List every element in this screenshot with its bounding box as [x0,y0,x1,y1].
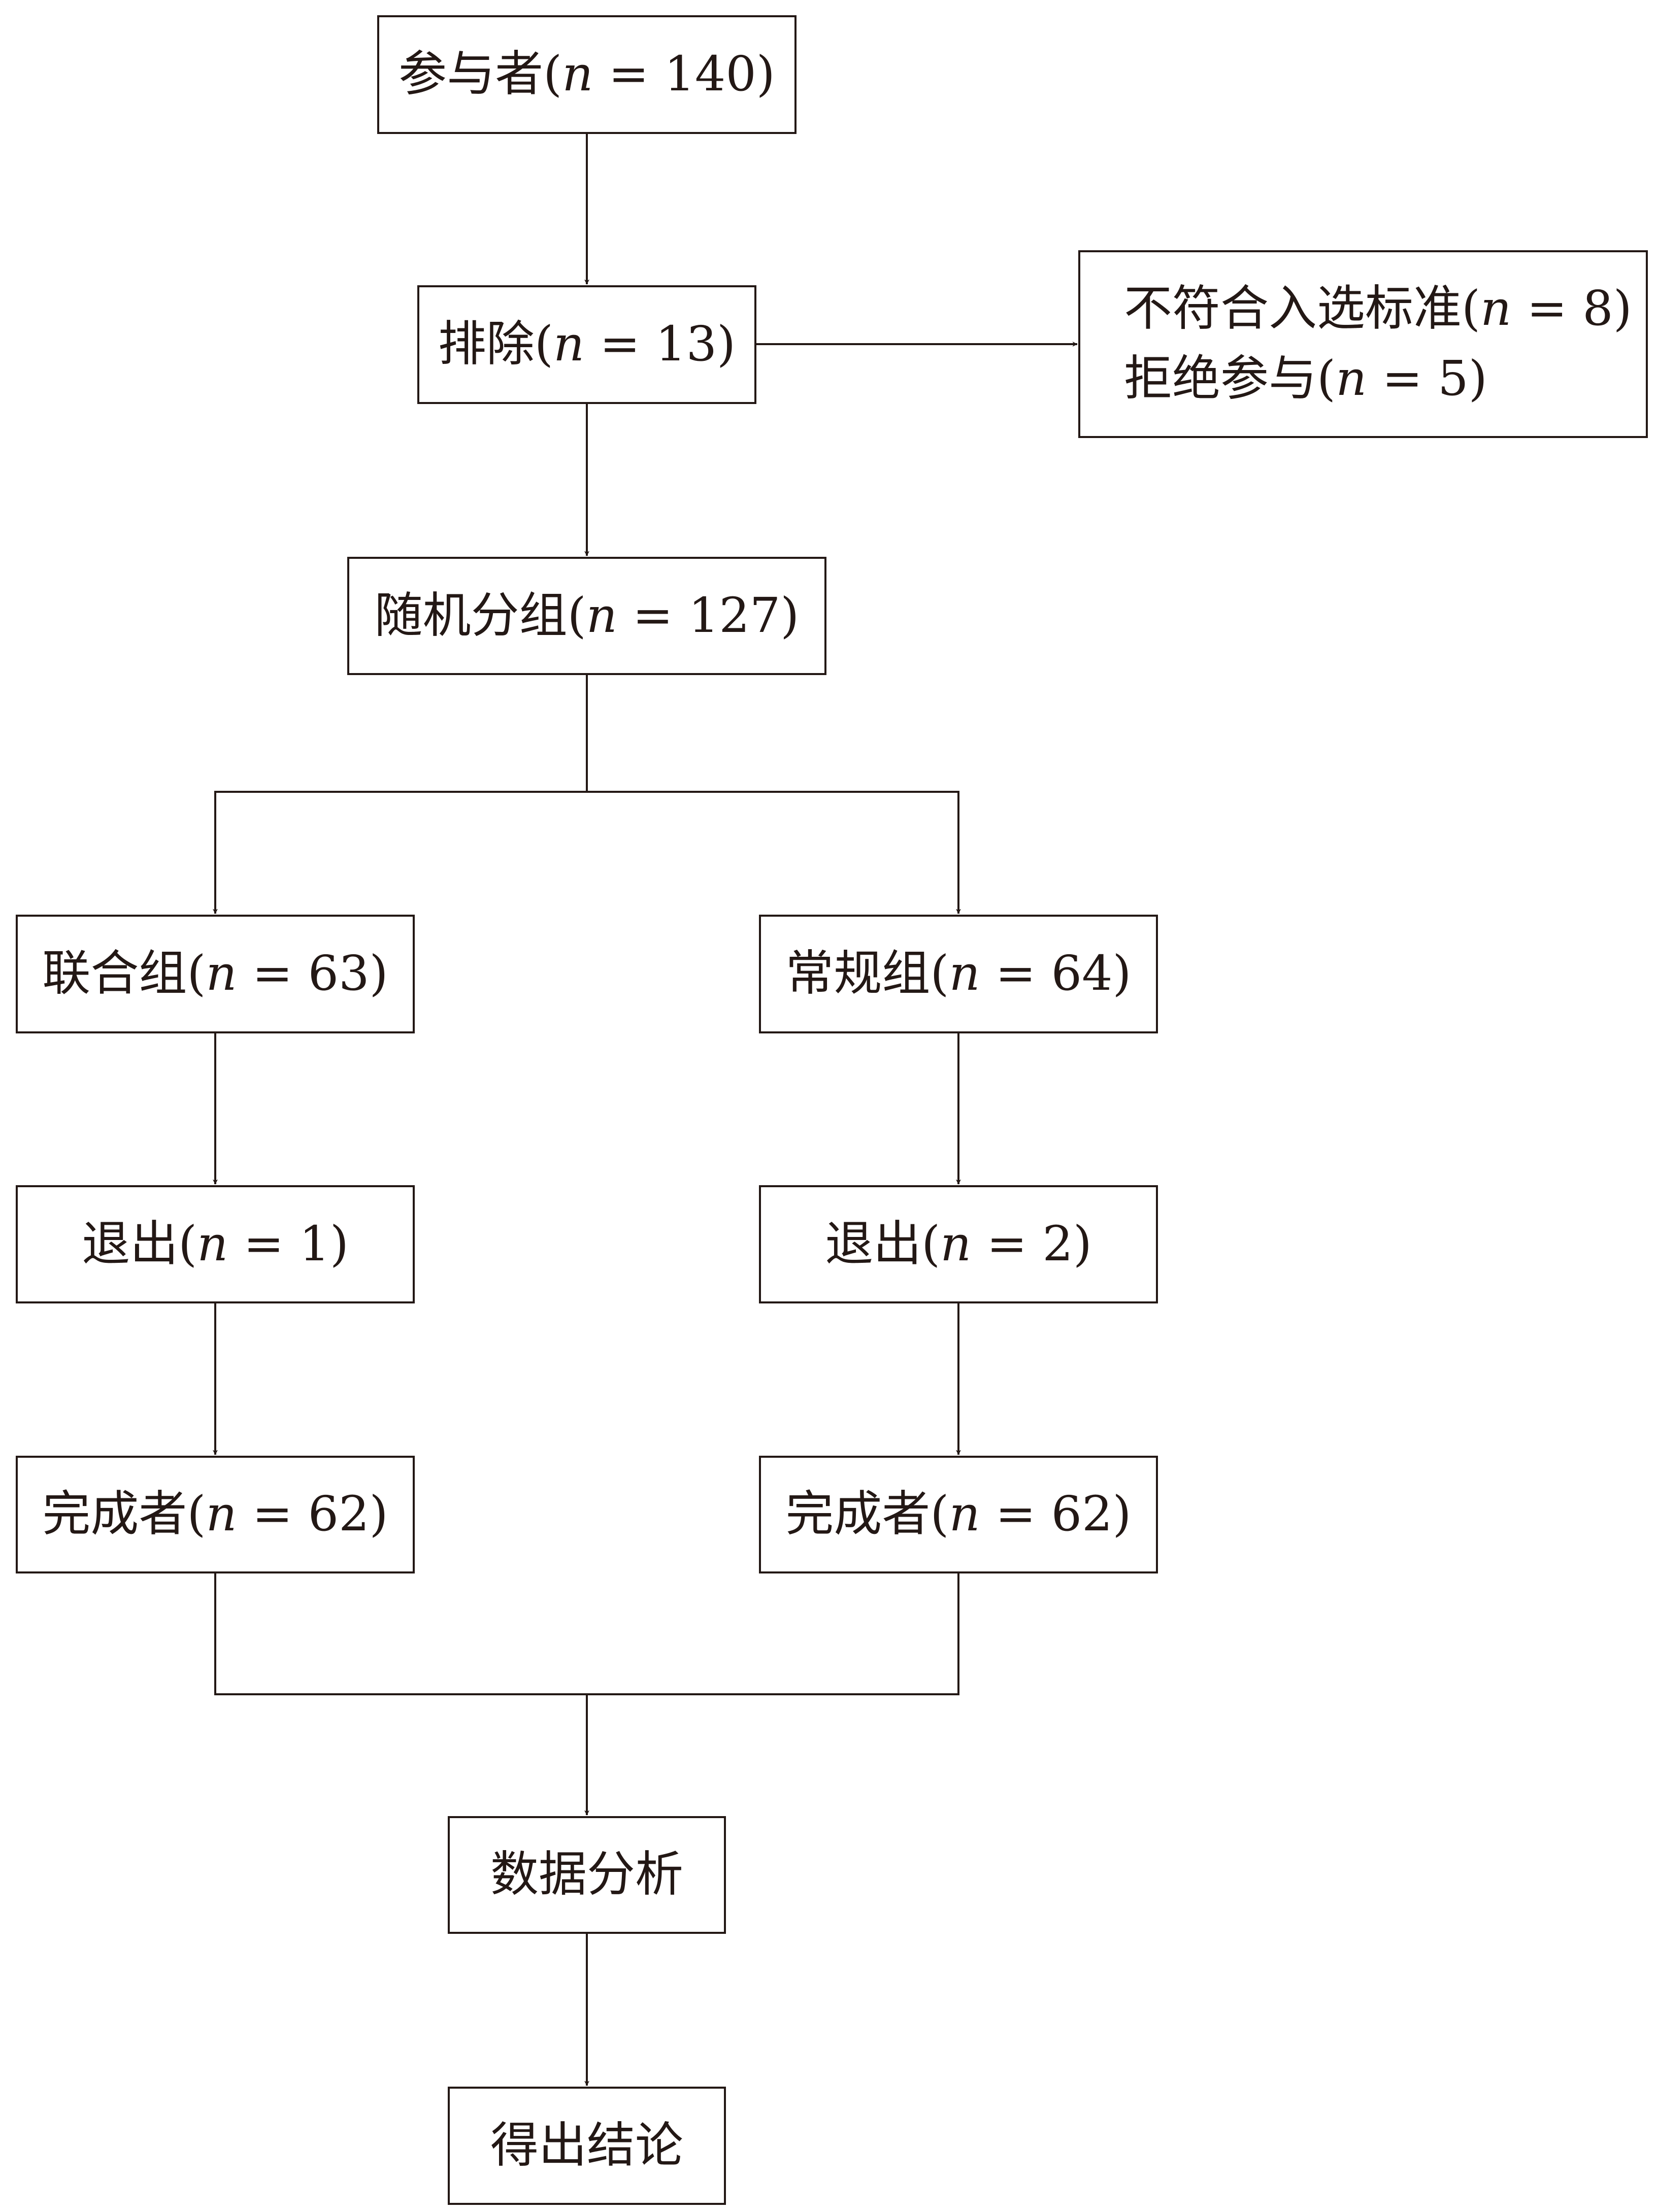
conclusion-box: 得出结论 [448,2087,726,2205]
exclusion-reason-not-eligible: 不符合入选标准(n = 8) [1124,281,1632,337]
excluded-text: 排除(n = 13) [438,316,736,373]
connector-completed-merge [214,1573,959,1695]
combined-withdrawn-text: 退出(n = 1) [82,1216,349,1272]
combined-completed-text: 完成者(n = 62) [42,1486,388,1543]
conventional-group-box: 常规组(n = 64) [759,915,1158,1033]
exclusion-reason-declined: 拒绝参与(n = 5) [1124,351,1487,407]
conventional-withdrawn-text: 退出(n = 2) [825,1216,1092,1272]
excluded-box: 排除(n = 13) [417,285,756,404]
combined-withdrawn-box: 退出(n = 1) [16,1185,415,1303]
connector-randomized-split [213,675,588,914]
connector-randomized-split-right [587,791,961,914]
conventional-withdrawn-box: 退出(n = 2) [759,1185,1158,1303]
conventional-completed-text: 完成者(n = 62) [785,1486,1132,1543]
randomized-box: 随机分组(n = 127) [347,557,826,675]
conclusion-text: 得出结论 [490,2117,683,2173]
combined-group-text: 联合组(n = 63) [42,946,388,1002]
combined-completed-box: 完成者(n = 62) [16,1456,415,1573]
conventional-completed-box: 完成者(n = 62) [759,1456,1158,1573]
conventional-group-text: 常规组(n = 64) [785,946,1132,1002]
data-analysis-text: 数据分析 [490,1847,683,1903]
combined-group-box: 联合组(n = 63) [16,915,415,1033]
participants-box: 参与者(n = 140) [377,15,797,134]
exclusion-reasons-box: 不符合入选标准(n = 8) 拒绝参与(n = 5) [1078,250,1648,438]
randomized-text: 随机分组(n = 127) [374,587,800,644]
participants-text: 参与者(n = 140) [399,46,775,103]
data-analysis-box: 数据分析 [448,1816,726,1934]
